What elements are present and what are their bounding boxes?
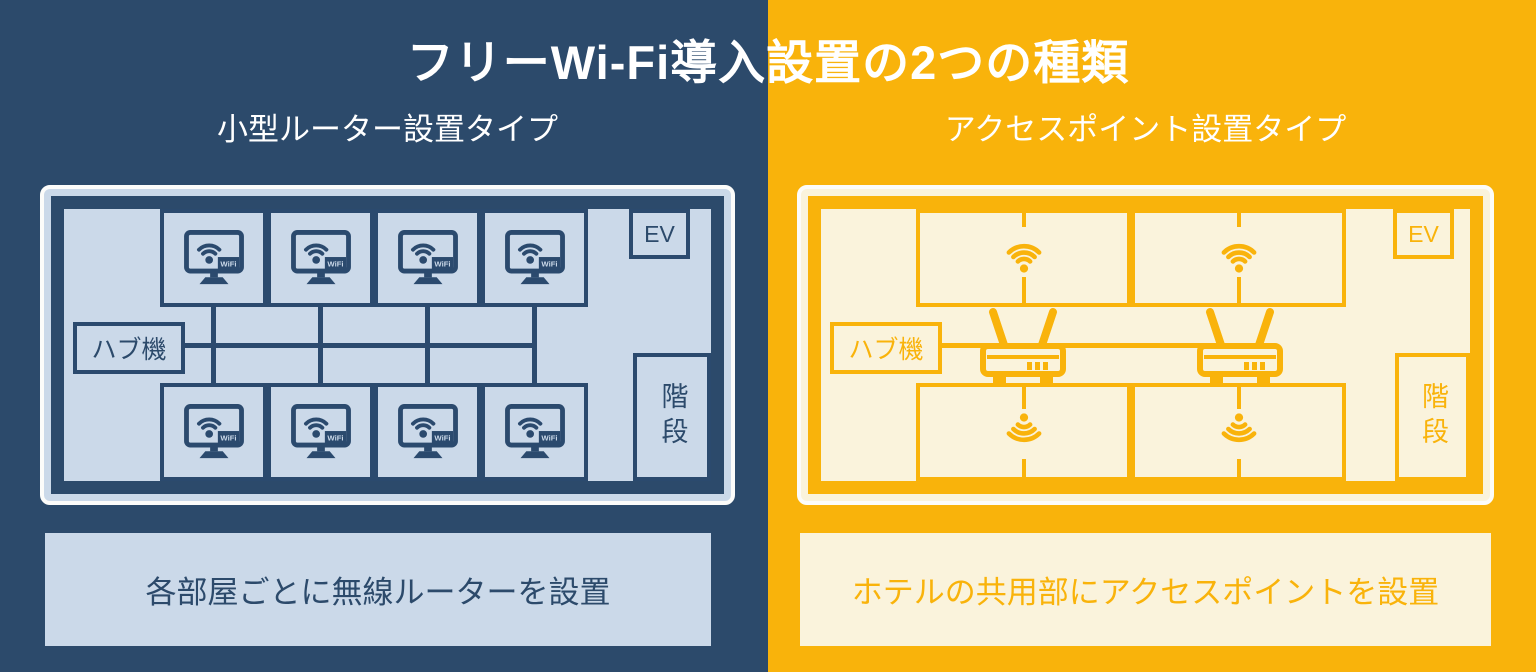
- stairs-box: 階段: [1395, 353, 1470, 481]
- right-floorplan-interior: ハブ機 EV 階段: [821, 209, 1470, 481]
- stairs-label: 階段: [1418, 382, 1448, 452]
- wifi-tag-label: WiFi: [541, 260, 557, 269]
- elevator-box: EV: [629, 209, 690, 259]
- monitor-wifi-icon: WiFi: [183, 230, 244, 285]
- elevator-label: EV: [1408, 220, 1439, 247]
- guest-room-pair: [916, 383, 1131, 481]
- guest-room: WiFi: [267, 209, 374, 307]
- lan-trunk-line: [939, 343, 1244, 348]
- stairs-box: 階段: [633, 353, 711, 481]
- hub-label: ハブ機: [91, 336, 167, 364]
- wifi-signal-icon-inverted: [1006, 413, 1041, 443]
- wifi-signal-icon: [1006, 243, 1041, 273]
- access-point-router-icon: [980, 308, 1066, 383]
- guest-room-pair: [1131, 209, 1346, 307]
- right-floorplan: ハブ機 EV 階段: [797, 185, 1494, 505]
- wifi-tag-label: WiFi: [220, 260, 236, 269]
- monitor-wifi-icon: WiFi: [290, 230, 351, 285]
- monitor-wifi-icon: WiFi: [397, 404, 458, 459]
- wifi-signal-icon: [1221, 243, 1256, 273]
- wifi-tag-label: WiFi: [434, 434, 450, 443]
- monitor-wifi-icon: WiFi: [504, 230, 565, 285]
- access-point: [971, 304, 1075, 386]
- wifi-tag-label: WiFi: [541, 434, 557, 443]
- lan-cable-line: [318, 305, 323, 387]
- left-caption-box: 各部屋ごとに無線ルーターを設置: [45, 533, 711, 646]
- monitor-wifi-icon: WiFi: [504, 404, 565, 459]
- wifi-tag-label: WiFi: [327, 434, 343, 443]
- guest-room: WiFi: [374, 383, 481, 481]
- wifi-tag-label: WiFi: [327, 260, 343, 269]
- access-point-router-icon: [1197, 308, 1283, 383]
- wifi-coverage: [994, 409, 1053, 459]
- hub-label: ハブ機: [848, 336, 924, 364]
- monitor-wifi-icon: WiFi: [183, 404, 244, 459]
- left-floorplan-interior: WiFi WiFi: [64, 209, 711, 481]
- right-caption-text: ホテルの共用部にアクセスポイントを設置: [851, 575, 1440, 610]
- stairs-label: 階段: [657, 382, 688, 452]
- access-point: [1188, 304, 1292, 386]
- lan-cable-line: [211, 305, 216, 387]
- monitor-wifi-icon: WiFi: [290, 404, 351, 459]
- left-caption-text: 各部屋ごとに無線ルーターを設置: [145, 575, 611, 610]
- left-floorplan-frame: WiFi WiFi: [51, 196, 724, 494]
- wifi-tag-label: WiFi: [434, 260, 450, 269]
- monitor-wifi-icon: WiFi: [397, 230, 458, 285]
- right-floorplan-frame: ハブ機 EV 階段: [808, 196, 1483, 494]
- lan-cable-line: [425, 305, 430, 387]
- hub-box: ハブ機: [73, 322, 185, 374]
- guest-room: WiFi: [267, 383, 374, 481]
- guest-room: WiFi: [160, 383, 267, 481]
- right-caption-box: ホテルの共用部にアクセスポイントを設置: [800, 533, 1491, 646]
- guest-room-pair: [1131, 383, 1346, 481]
- wifi-coverage: [994, 227, 1053, 277]
- main-title: フリーWi-Fi導入設置の2つの種類: [406, 36, 1130, 89]
- wifi-signal-icon-inverted: [1221, 413, 1256, 443]
- right-subtitle: アクセスポイント設置タイプ: [944, 112, 1347, 147]
- lan-cable-line: [532, 305, 537, 387]
- guest-room-pair: [916, 209, 1131, 307]
- guest-room: WiFi: [481, 209, 588, 307]
- elevator-label: EV: [644, 220, 675, 247]
- hub-box: ハブ機: [830, 322, 942, 374]
- wifi-tag-label: WiFi: [220, 434, 236, 443]
- wifi-coverage: [1209, 409, 1268, 459]
- left-floorplan: WiFi WiFi: [40, 185, 735, 505]
- guest-room: WiFi: [374, 209, 481, 307]
- guest-room: WiFi: [160, 209, 267, 307]
- wifi-coverage: [1209, 227, 1268, 277]
- guest-room: WiFi: [481, 383, 588, 481]
- elevator-box: EV: [1393, 209, 1454, 259]
- lan-trunk-line: [185, 343, 537, 348]
- left-subtitle: 小型ルーター設置タイプ: [217, 112, 558, 147]
